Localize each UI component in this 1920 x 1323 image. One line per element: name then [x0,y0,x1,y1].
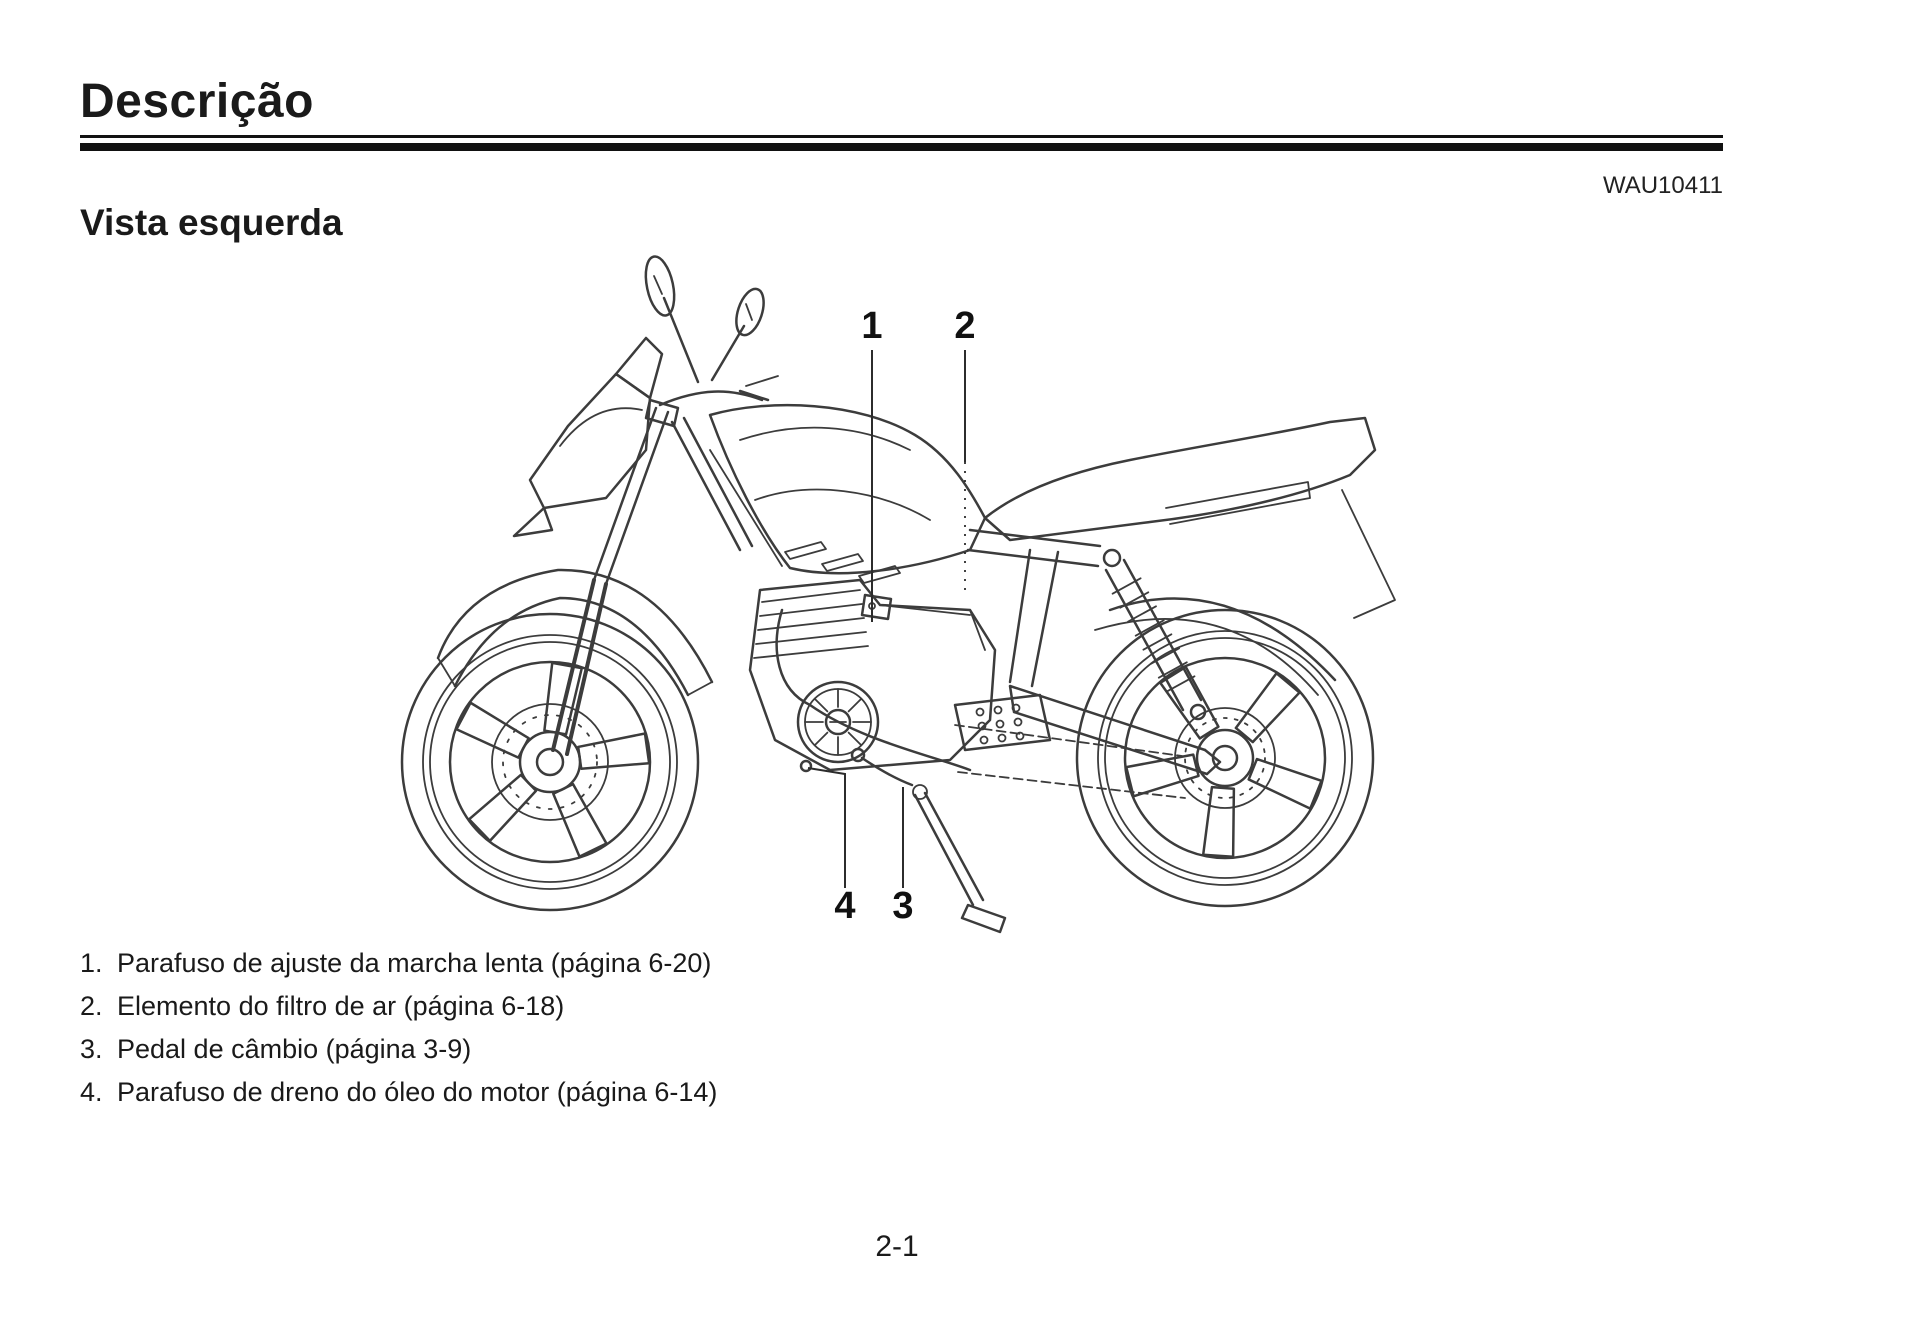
engine [748,578,997,773]
callout-4: 4 [807,767,856,927]
section-heading: Vista esquerda [80,202,343,243]
parts-list-item: 4. Parafuso de dreno do óleo do motor (p… [80,1071,717,1114]
callout-number-3: 3 [892,885,913,927]
left-mirror-icon [644,255,676,317]
front-wheel [400,612,700,912]
chapter-title: Descrição [80,75,314,128]
parts-item-text: Parafuso de ajuste da marcha lenta (pági… [117,948,712,978]
front-brake-disc [491,703,609,821]
side-stand [912,784,1007,934]
parts-item-number: 3. [80,1034,103,1064]
tail-flap [1341,489,1396,619]
parts-list: 1. Parafuso de ajuste da marcha lenta (p… [80,942,717,1114]
crankcase-cover [796,680,880,764]
mirrors [644,255,765,384]
side-cover-louvers [784,541,901,584]
headlight-cowl [512,336,664,538]
seat-and-tail [983,416,1396,619]
rear-wheel [1075,608,1375,908]
swingarm [954,684,1222,799]
motorcycle-left-view-illustration: 1 2 4 3 [400,255,1396,934]
fuel-tank [708,403,987,575]
callout-2: 2 [954,305,976,595]
parts-list-item: 1. Parafuso de ajuste da marcha lenta (p… [80,942,717,985]
rear-shock-absorber [1102,548,1207,721]
parts-item-number: 4. [80,1077,103,1107]
page-number: 2-1 [875,1230,919,1263]
windscreen [614,336,664,400]
frame-tubes [670,416,1102,688]
parts-list-item: 2. Elemento do filtro de ar (página 6-18… [80,985,717,1028]
exhaust-pipe [775,608,972,772]
parts-item-number: 2. [80,991,103,1021]
front-fender [436,568,714,697]
callout-3: 3 [892,787,914,927]
parts-item-text: Elemento do filtro de ar (página 6-18) [117,991,565,1021]
parts-item-text: Parafuso de dreno do óleo do motor (pági… [117,1077,718,1107]
front-fork [551,398,680,756]
oil-drain-bolt [799,759,813,773]
callout-1: 1 [861,305,883,622]
handlebar-grip [738,389,770,402]
parts-item-text: Pedal de câmbio (página 3-9) [117,1034,472,1064]
rear-sprocket [1174,707,1276,809]
carburetor [860,593,893,621]
grab-rail [1165,481,1311,525]
callout-4-leader-line [807,767,846,888]
callout-number-2: 2 [954,305,975,347]
right-mirror-icon [735,287,765,337]
shift-pedal [850,747,914,787]
title-divider-thin [80,135,1723,138]
handlebar [658,375,779,407]
drive-chain [954,724,1186,799]
brake-lever [745,375,779,387]
parts-item-number: 1. [80,948,103,978]
callout-number-4: 4 [834,885,855,927]
callout-number-1: 1 [861,305,882,347]
cylinder-fins [753,589,869,659]
reference-code: WAU10411 [1602,172,1723,199]
title-divider-thick [80,143,1723,151]
parts-list-item: 3. Pedal de câmbio (página 3-9) [80,1028,717,1071]
